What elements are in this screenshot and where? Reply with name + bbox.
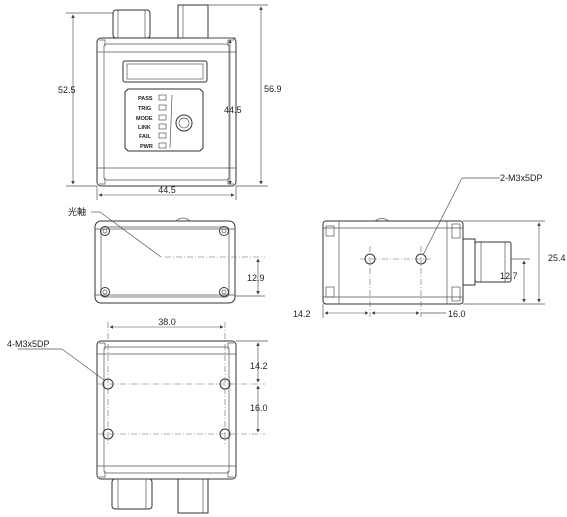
front-height-label: 52.5 — [58, 85, 76, 95]
side-height-label: 25.4 — [548, 253, 566, 263]
top-view: 12.9 光軸 — [68, 206, 265, 304]
side-connector — [462, 238, 476, 286]
top-offset-label: 12.9 — [247, 273, 265, 283]
front-body — [96, 37, 237, 187]
front-cable — [177, 4, 209, 39]
led-label-pwr: PWR — [140, 144, 153, 150]
led-label-pass: PASS — [138, 96, 153, 102]
side-hole-height-label: 12.7 — [500, 271, 518, 281]
front-led-panel — [124, 88, 204, 152]
bottom-hole-spacing-x-label: 38.0 — [158, 317, 176, 327]
front-view: PASS TRIG MODE LINK FAIL PWR 44.5 52.5 — [58, 4, 282, 200]
top-body — [94, 220, 236, 304]
front-display-window — [122, 60, 208, 83]
top-corner-screws — [100, 226, 229, 297]
bottom-hole-callout: 4-M3x5DP — [7, 339, 50, 349]
led-label-fail: FAIL — [139, 134, 152, 140]
side-hole-callout: 2-M3x5DP — [500, 173, 543, 183]
led-label-link: LINK — [138, 125, 151, 131]
front-body-height-label: 44.5 — [224, 105, 242, 115]
front-button — [175, 114, 193, 132]
front-width-label: 44.5 — [158, 185, 176, 195]
optical-axis-label: 光軸 — [68, 206, 86, 217]
led-label-trig: TRIG — [138, 106, 151, 112]
bottom-cable — [177, 478, 209, 514]
bottom-holes — [102, 378, 231, 440]
side-hole-spacing-label: 16.0 — [448, 309, 466, 319]
bottom-view: 38.0 14.2 16.0 4-M3x5DP — [7, 317, 268, 514]
front-total-height-label: 56.9 — [264, 84, 282, 94]
side-view: 2-M3x5DP 25.4 12.7 14.2 16.0 — [293, 173, 566, 319]
bottom-connector — [111, 478, 153, 510]
led-indicators — [158, 94, 167, 149]
bottom-body — [96, 340, 237, 480]
front-connector-left — [112, 9, 151, 39]
side-left-offset-label: 14.2 — [293, 309, 311, 319]
side-body — [322, 220, 464, 305]
bottom-top-offset-label: 14.2 — [250, 361, 268, 371]
led-label-mode: MODE — [136, 116, 153, 122]
bottom-hole-spacing-y-label: 16.0 — [250, 403, 268, 413]
